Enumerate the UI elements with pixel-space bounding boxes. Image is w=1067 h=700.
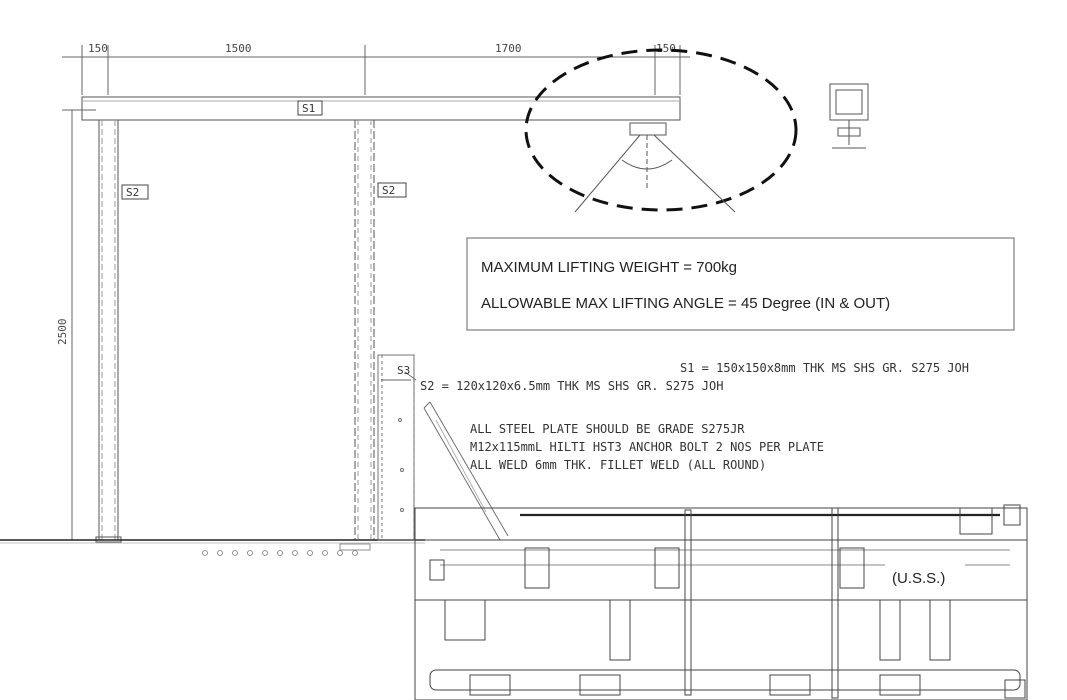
dim-150-right: 150 xyxy=(656,42,676,55)
anchor-bolt-row xyxy=(202,543,371,556)
lower-structure xyxy=(414,504,1028,700)
info-max-angle: ALLOWABLE MAX LIFTING ANGLE = 45 Degree … xyxy=(481,295,890,312)
left-column-s2 xyxy=(95,120,122,543)
info-box xyxy=(466,237,1015,331)
dim-1700: 1700 xyxy=(495,42,522,55)
tag-box-right-column xyxy=(377,182,407,198)
tag-right-column: S2 xyxy=(382,184,395,197)
uss-label: (U.S.S.) xyxy=(892,570,945,587)
dim-150-left: 150 xyxy=(88,42,108,55)
tag-box-left-column xyxy=(121,184,149,200)
info-max-weight: MAXIMUM LIFTING WEIGHT = 700kg xyxy=(481,259,737,276)
tag-base-detail: S3 xyxy=(397,364,410,377)
tag-beam: S1 xyxy=(302,102,315,115)
uss-label-bg xyxy=(885,562,965,590)
dim-height: 2500 xyxy=(56,319,69,346)
base-detail-s3 xyxy=(377,354,417,541)
right-column-s2 xyxy=(354,120,375,540)
detail-callout-circle xyxy=(524,48,798,212)
dim-1500: 1500 xyxy=(225,42,252,55)
section-detail-icon xyxy=(829,83,869,149)
spec-s1: S1 = 150x150x8mm THK MS SHS GR. S275 JOH xyxy=(680,361,969,375)
spec-s2: S2 = 120x120x6.5mm THK MS SHS GR. S275 J… xyxy=(420,379,723,393)
top-dimension-line xyxy=(62,45,690,95)
tag-left-column: S2 xyxy=(126,186,139,199)
beam-s1 xyxy=(81,96,681,121)
tag-box-beam xyxy=(297,100,323,116)
hoist-attachment xyxy=(574,122,736,213)
spec-note-2: M12x115mmL HILTI HST3 ANCHOR BOLT 2 NOS … xyxy=(470,440,824,454)
spec-note-1: ALL STEEL PLATE SHOULD BE GRADE S275JR xyxy=(470,422,745,436)
spec-note-3: ALL WELD 6mm THK. FILLET WELD (ALL ROUND… xyxy=(470,458,766,472)
diagonal-brace xyxy=(423,401,509,541)
